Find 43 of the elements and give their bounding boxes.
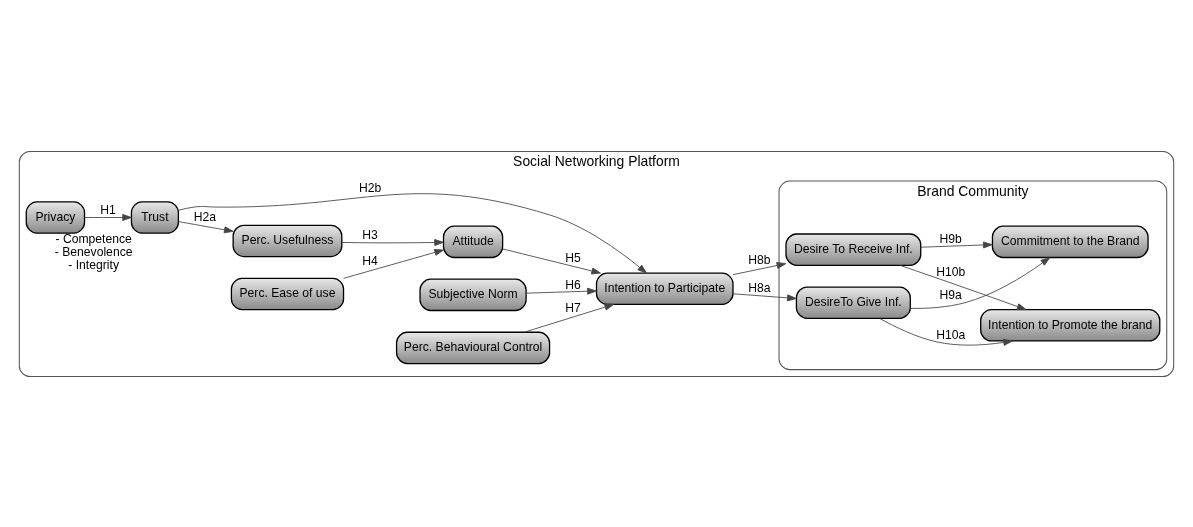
edge-label: H3	[362, 227, 378, 242]
arrow	[343, 248, 444, 279]
node-box: Attitude	[442, 225, 504, 258]
node-label: - Integrity	[68, 257, 119, 272]
arrow	[341, 238, 444, 246]
edge-label: H5	[565, 250, 581, 265]
edge-label: H10a	[936, 327, 966, 341]
arrow	[920, 241, 993, 248]
node-box: Privacy	[25, 200, 86, 234]
edge-label: H4	[362, 253, 378, 268]
node-label: - Competence	[55, 231, 132, 246]
edge-label: H10b	[936, 264, 966, 279]
edge-label: H9a	[939, 287, 962, 302]
edge-label: H2a	[193, 209, 217, 224]
edge-label: H6	[565, 277, 581, 292]
node-box: Commitment to the Brand	[991, 225, 1149, 258]
node-box: Intention to Participate	[595, 272, 734, 305]
node-box: Perc. Usefulness	[232, 224, 343, 257]
edge-label: H8b	[748, 252, 771, 267]
node-label: - Benevolence	[54, 244, 133, 259]
arrow	[178, 220, 234, 233]
arrow	[84, 213, 132, 221]
arrow	[523, 303, 614, 333]
node-box: Intention to Promote the brand	[980, 308, 1161, 342]
edge-label: H7	[565, 300, 581, 315]
node-box: DesireTo Give Inf.	[795, 285, 911, 319]
node-box: Subjective Norm	[419, 278, 527, 311]
node-box: Perc. Behavioural Control	[395, 331, 551, 364]
edge-label: H8a	[748, 280, 771, 295]
node-box: Desire To Receive Inf.	[785, 232, 922, 266]
edge-label: H2b	[358, 180, 382, 195]
arrow	[502, 248, 601, 274]
node-box: Perc. Ease of use	[230, 277, 345, 310]
arrow	[910, 256, 1051, 309]
edge-label: H9b	[939, 231, 962, 246]
arrow	[732, 261, 787, 275]
arrow	[525, 287, 597, 295]
edge-label: H1	[100, 202, 116, 217]
arrow	[732, 292, 797, 301]
arrow	[899, 264, 1027, 310]
arrow	[178, 192, 647, 273]
arrow	[879, 317, 1013, 346]
node-box: Trust	[130, 200, 180, 234]
